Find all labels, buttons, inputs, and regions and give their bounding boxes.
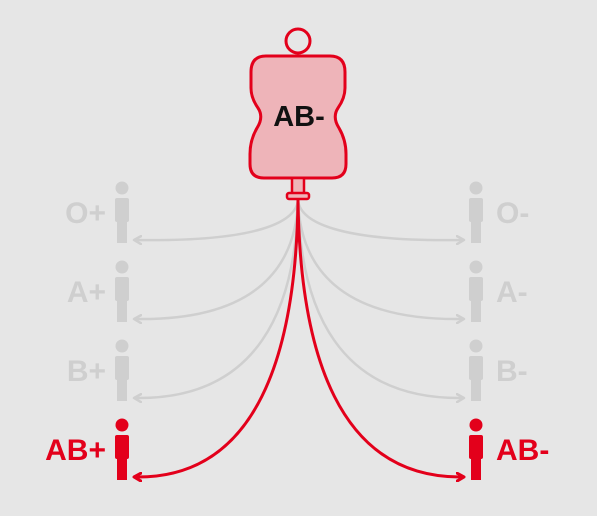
connection-line-AB-pos	[135, 199, 300, 477]
person-icon	[115, 181, 129, 243]
recipient-list: O+ A+ B+ AB+ O- A- B- AB-	[45, 181, 549, 480]
donor-type-label: AB-	[273, 101, 325, 133]
recipient-AB-pos: AB+	[45, 418, 129, 480]
recipient-B-neg: B-	[469, 339, 528, 401]
recipient-type-label: AB+	[45, 434, 106, 467]
connection-line-O-pos	[135, 199, 300, 240]
bag-body	[248, 54, 348, 180]
recipient-O-neg: O-	[469, 181, 529, 243]
blood-bag: AB-	[248, 27, 348, 201]
connection-line-A-pos	[135, 199, 300, 319]
person-icon	[115, 339, 129, 401]
recipient-type-label: B-	[496, 355, 528, 388]
recipient-type-label: O-	[496, 197, 529, 230]
recipient-type-label: A-	[496, 276, 528, 309]
connection-line-A-neg	[296, 199, 463, 319]
recipient-O-pos: O+	[65, 181, 129, 243]
connection-line-AB-neg	[296, 199, 463, 477]
recipient-AB-neg: AB-	[469, 418, 549, 480]
person-icon	[115, 260, 129, 322]
person-icon	[115, 418, 129, 480]
person-icon	[469, 260, 483, 322]
recipient-A-pos: A+	[67, 260, 129, 322]
bag-outlet-cap	[285, 191, 311, 201]
recipient-type-label: A+	[67, 276, 106, 309]
person-icon	[469, 418, 483, 480]
recipient-type-label: O+	[65, 197, 106, 230]
compatible-connections	[135, 199, 463, 477]
recipient-type-label: AB-	[496, 434, 549, 467]
person-icon	[469, 339, 483, 401]
bag-outlet-tube	[290, 176, 306, 196]
person-icon	[469, 181, 483, 243]
bag-hanger-ring	[284, 27, 312, 55]
recipient-B-pos: B+	[67, 339, 129, 401]
recipient-type-label: B+	[67, 355, 106, 388]
recipient-A-neg: A-	[469, 260, 528, 322]
connection-line-O-neg	[296, 199, 463, 240]
